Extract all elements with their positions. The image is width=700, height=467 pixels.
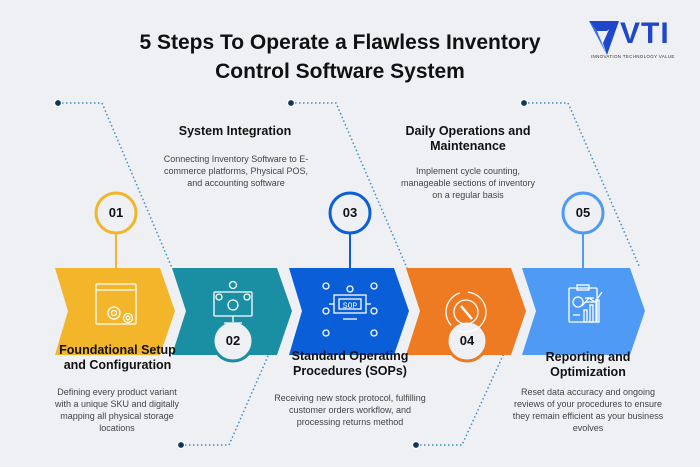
connector-dot: [411, 440, 421, 450]
step-1-heading: Foundational Setup and Configuration: [59, 343, 176, 372]
connector-line-3: [291, 102, 408, 269]
step-4-heading: Daily Operations and Maintenance: [405, 124, 531, 153]
step-3-heading: Standard Operating Procedures (SOPs): [291, 349, 409, 378]
step-4-number: 04: [459, 333, 475, 348]
step-3-number-circle: [328, 191, 372, 235]
step-1-number-circle: [94, 191, 138, 235]
step-5-description: Reset data accuracy and ongoing reviews …: [512, 387, 664, 433]
vti-logo-mark: [589, 21, 619, 55]
step-3-chevron: [289, 268, 409, 355]
step-2-chevron: [172, 268, 292, 355]
step-5-number-circle: [561, 191, 605, 235]
step-4-description: Implement cycle counting, manageable sec…: [400, 166, 536, 200]
connector-line-1: [58, 102, 173, 269]
step-2-heading: System Integration: [178, 124, 292, 138]
page-title: 5 Steps To Operate a Flawless Inventory …: [139, 31, 541, 83]
connector-line-5: [524, 102, 641, 269]
connector-dot: [286, 98, 296, 108]
connector-dot: [53, 98, 63, 108]
step-1-chevron: [55, 268, 175, 355]
step-1-description: Defining every product variant with a un…: [54, 387, 180, 433]
logo-text: VTI: [620, 17, 670, 50]
logo-tagline: INNOVATION TECHNOLOGY VALUE: [591, 54, 675, 59]
monitor-gears-icon: [213, 280, 253, 324]
step-4-number-circle: [445, 319, 489, 363]
step-5-number: 05: [575, 205, 591, 220]
connector-dot: [176, 440, 186, 450]
connector-line-2: [181, 339, 276, 446]
sop-icon-label: SOP: [343, 302, 358, 311]
step-3-description: Receiving new stock protocol, fulfilling…: [274, 393, 426, 427]
step-2-description: Connecting Inventory Software to E-comme…: [163, 154, 309, 188]
step-2-number: 02: [225, 333, 241, 348]
connector-dot: [519, 98, 529, 108]
sop-chip-icon: [322, 282, 378, 337]
window-gears-icon: [95, 283, 137, 325]
step-5-heading: Reporting and Optimization: [545, 350, 631, 379]
report-chart-icon: [568, 284, 603, 323]
step-1-number: 01: [108, 205, 124, 220]
gear-wrench-cycle-icon: [445, 291, 487, 333]
step-3-number: 03: [342, 205, 358, 220]
